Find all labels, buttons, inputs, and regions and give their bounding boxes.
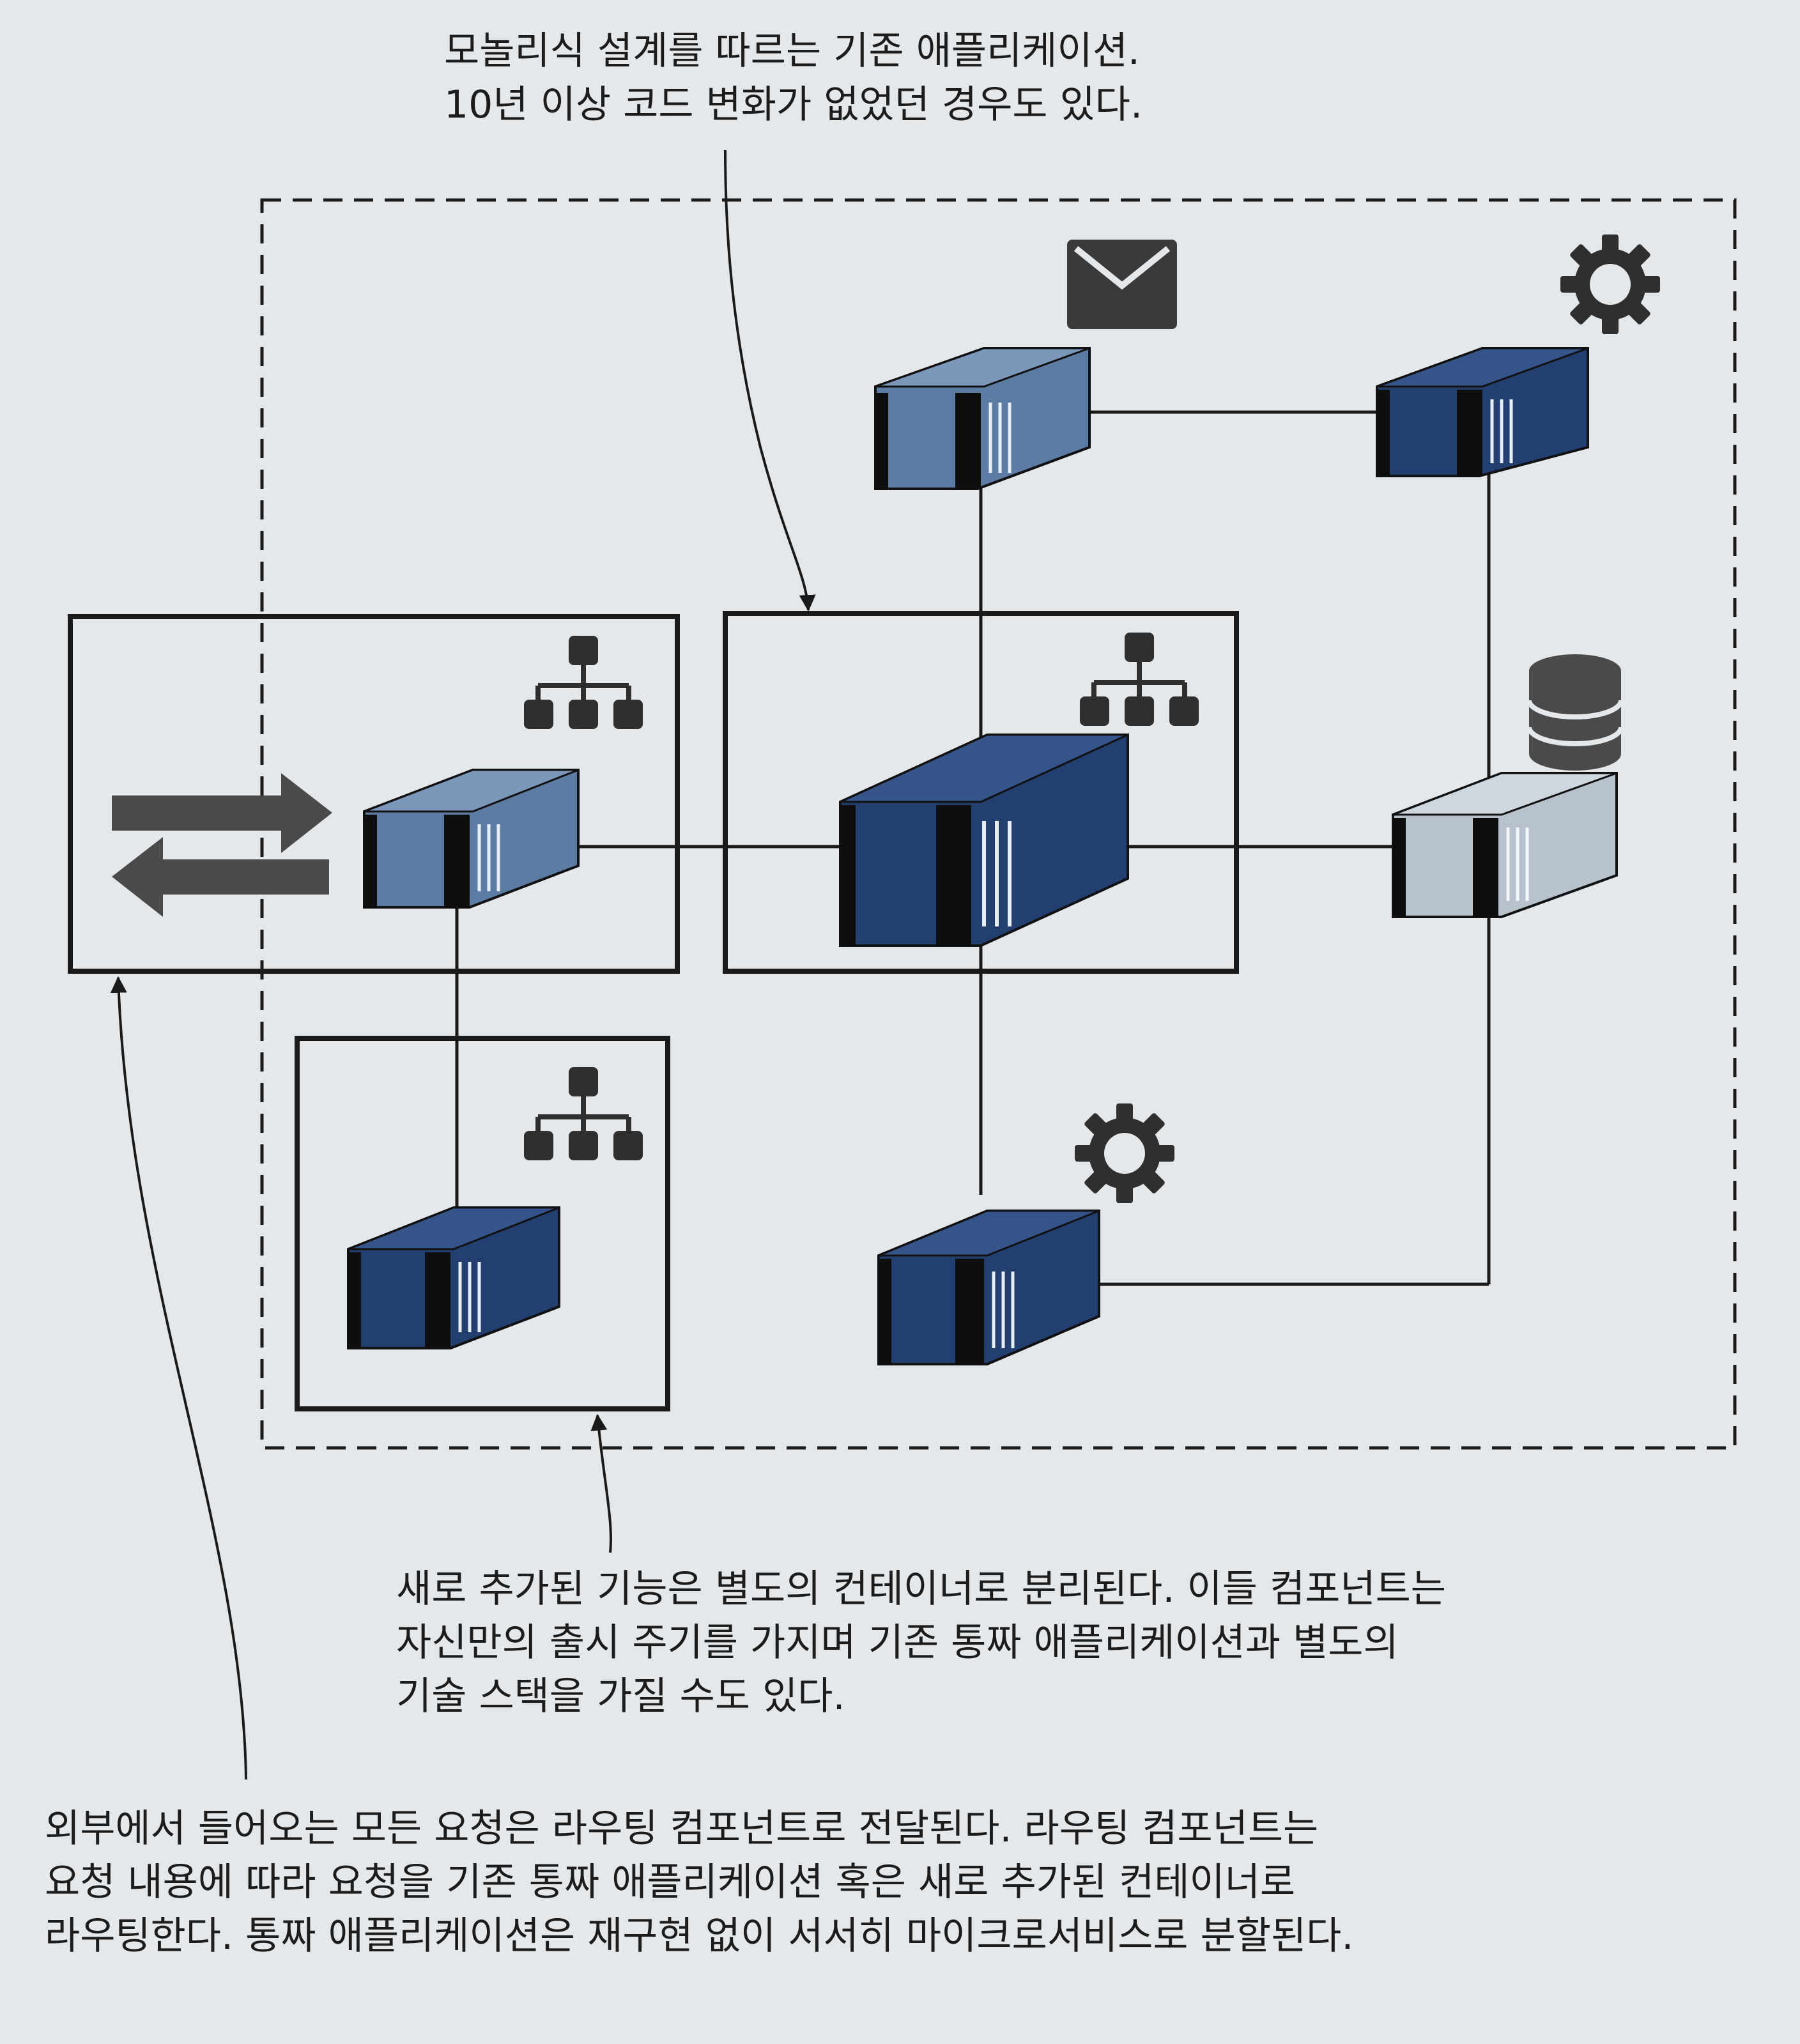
annotation-line: 라우팅한다. 통짜 애플리케이션은 재구현 없이 서서히 마이크로서비스로 분할… xyxy=(45,1914,1354,1958)
container-top-mail xyxy=(874,347,1091,490)
container-monolith xyxy=(839,734,1129,947)
new-feature-annotation: 새로 추가된 기능은 별도의 컨테이너로 분리된다. 이들 컴포넌트는 자신만의… xyxy=(396,1562,1446,1723)
routing-annotation: 외부에서 들어오는 모든 요청은 라우팅 컴포넌트로 전달된다. 라우팅 컴포넌… xyxy=(45,1802,1353,1963)
monolith-annotation: 모놀리식 설계를 따르는 기존 애플리케이션. 10년 이상 코드 변화가 없었… xyxy=(444,24,1142,132)
annotation-line: 기술 스택을 가질 수도 있다. xyxy=(396,1674,845,1719)
annotation-line: 요청 내용에 따라 요청을 기존 통짜 애플리케이션 혹은 새로 추가된 컨테이… xyxy=(45,1860,1296,1905)
org-chart-icon xyxy=(524,1067,643,1160)
gear-icon xyxy=(1075,1103,1174,1203)
monolith-box xyxy=(723,611,1239,974)
container-new-feature xyxy=(347,1206,560,1349)
container-database xyxy=(1392,772,1618,918)
envelope-icon xyxy=(1067,240,1177,329)
gear-icon xyxy=(1560,234,1660,334)
annotation-line: 자신만의 출시 주기를 가지며 기존 통짜 애플리케이션과 별도의 xyxy=(396,1620,1399,1665)
container-routing xyxy=(363,769,580,909)
annotation-line: 외부에서 들어오는 모든 요청은 라우팅 컴포넌트로 전달된다. 라우팅 컴포넌… xyxy=(45,1806,1319,1851)
annotation-line: 모놀리식 설계를 따르는 기존 애플리케이션. xyxy=(444,29,1140,73)
annotation-line: 10년 이상 코드 변화가 없었던 경우도 있다. xyxy=(444,82,1143,127)
database-icon xyxy=(1527,654,1624,771)
annotation-line: 새로 추가된 기능은 별도의 컨테이너로 분리된다. 이들 컴포넌트는 xyxy=(396,1567,1446,1611)
container-bottom-gear xyxy=(877,1210,1100,1365)
bidirectional-arrows-icon xyxy=(112,773,332,917)
container-top-gear xyxy=(1376,347,1589,477)
new-feature-pointer xyxy=(590,1413,612,1553)
monolith-pointer xyxy=(724,150,816,612)
new-feature-box xyxy=(295,1036,670,1411)
routing-pointer xyxy=(110,976,247,1780)
routing-component-box xyxy=(68,614,680,974)
org-chart-icon xyxy=(524,636,643,729)
org-chart-icon xyxy=(1080,633,1199,726)
